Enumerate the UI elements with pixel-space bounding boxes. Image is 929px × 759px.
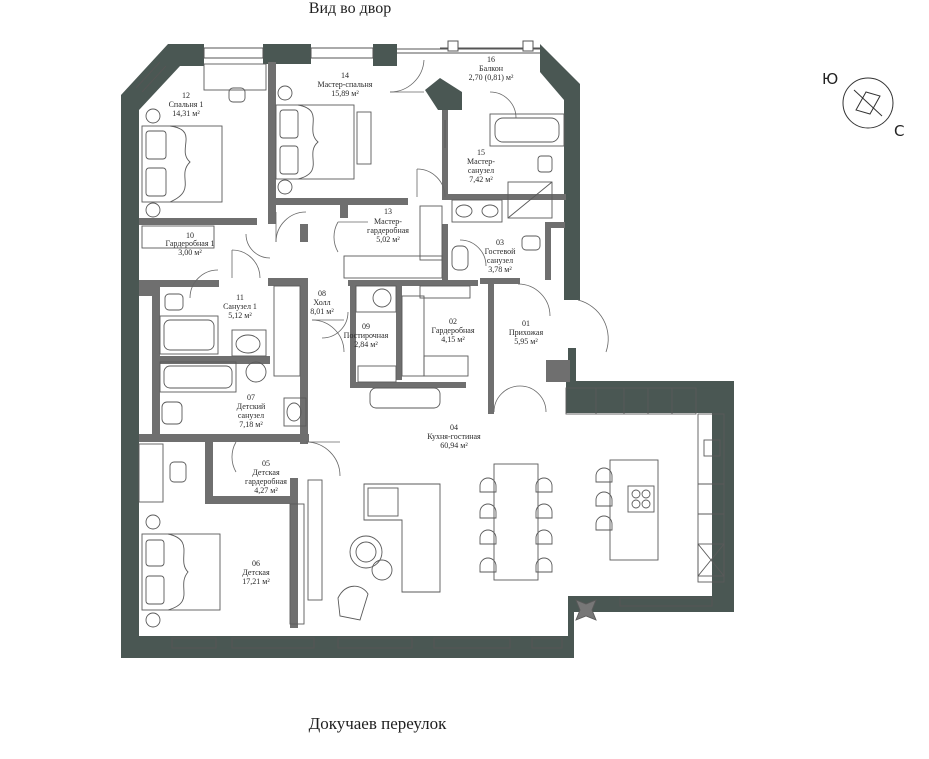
compass: Ю С (822, 70, 904, 140)
room-label-03: 03 Гостевой санузел 3,78 м² (485, 238, 516, 274)
bed-bedroom-1 (141, 108, 223, 218)
svg-text:Детский: Детский (237, 402, 266, 411)
svg-text:11: 11 (236, 293, 244, 302)
svg-text:15: 15 (477, 148, 485, 157)
svg-text:06: 06 (252, 559, 260, 568)
svg-text:Постирочная: Постирочная (344, 331, 389, 340)
svg-text:4,27 м²: 4,27 м² (254, 486, 278, 495)
svg-text:16: 16 (487, 55, 495, 64)
svg-text:3,00 м²: 3,00 м² (178, 248, 202, 257)
svg-text:2,70 (0,81) м²: 2,70 (0,81) м² (469, 73, 514, 82)
bottom-caption: Докучаев переулок (308, 714, 447, 733)
svg-text:санузел: санузел (238, 411, 264, 420)
svg-text:гардеробная: гардеробная (367, 226, 409, 235)
room-labels: 12 Спальня 1 14,31 м² 14 Мастер-спальня … (165, 55, 543, 586)
svg-text:3,78 м²: 3,78 м² (488, 265, 512, 274)
outer-walls (121, 44, 734, 658)
svg-text:санузел: санузел (468, 166, 494, 175)
svg-text:Детская: Детская (252, 468, 280, 477)
room-label-04: 04 Кухня-гостиная 60,94 м² (427, 423, 481, 450)
doors (189, 59, 609, 477)
svg-text:7,18 м²: 7,18 м² (239, 420, 263, 429)
internal-walls (139, 62, 570, 628)
svg-text:08: 08 (318, 289, 326, 298)
room-label-08: 08 Холл 8,01 м² (310, 289, 334, 316)
svg-text:5,12 м²: 5,12 м² (228, 311, 252, 320)
svg-text:04: 04 (450, 423, 458, 432)
compass-south-label: Ю (822, 70, 838, 88)
svg-text:Гардеробная 1: Гардеробная 1 (165, 239, 214, 248)
svg-text:2,84 м²: 2,84 м² (354, 340, 378, 349)
svg-text:гардеробная: гардеробная (245, 477, 287, 486)
bed-master (275, 85, 372, 195)
svg-text:01: 01 (522, 319, 530, 328)
room-label-10: 10 Гардеробная 1 3,00 м² (165, 231, 214, 257)
room-label-02: 02 Гардеробная 4,15 м² (431, 317, 474, 344)
svg-text:Мастер-: Мастер- (374, 217, 402, 226)
top-caption: Вид во двор (308, 0, 392, 17)
room-label-05: 05 Детская гардеробная 4,27 м² (245, 459, 287, 495)
svg-text:7,42 м²: 7,42 м² (469, 175, 493, 184)
room-label-16: 16 Балкон 2,70 (0,81) м² (469, 55, 514, 82)
room-label-13: 13 Мастер- гардеробная 5,02 м² (367, 207, 409, 244)
svg-text:4,15 м²: 4,15 м² (441, 335, 465, 344)
furniture (138, 63, 725, 628)
svg-text:13: 13 (384, 207, 392, 216)
svg-text:14: 14 (341, 71, 349, 80)
svg-text:Гардеробная: Гардеробная (431, 326, 474, 335)
svg-text:02: 02 (449, 317, 457, 326)
svg-text:5,95 м²: 5,95 м² (514, 337, 538, 346)
room-label-06: 06 Детская 17,21 м² (242, 559, 270, 586)
bed-kids (141, 514, 221, 628)
svg-text:03: 03 (496, 238, 504, 247)
svg-text:60,94 м²: 60,94 м² (440, 441, 468, 450)
room-label-09: 09 Постирочная 2,84 м² (344, 322, 389, 349)
svg-text:Санузел 1: Санузел 1 (223, 302, 257, 311)
svg-text:Спальня 1: Спальня 1 (169, 100, 204, 109)
windows (135, 40, 713, 649)
svg-text:05: 05 (262, 459, 270, 468)
svg-text:12: 12 (182, 91, 190, 100)
svg-text:Кухня-гостиная: Кухня-гостиная (427, 432, 481, 441)
svg-text:Мастер-спальня: Мастер-спальня (318, 80, 373, 89)
svg-text:14,31 м²: 14,31 м² (172, 109, 200, 118)
room-label-15: 15 Мастер- санузел 7,42 м² (467, 148, 495, 184)
svg-text:Холл: Холл (313, 298, 330, 307)
svg-text:8,01 м²: 8,01 м² (310, 307, 334, 316)
svg-text:10: 10 (186, 231, 194, 240)
room-label-12: 12 Спальня 1 14,31 м² (169, 91, 204, 118)
svg-text:Детская: Детская (242, 568, 270, 577)
room-label-01: 01 Прихожая 5,95 м² (509, 319, 544, 346)
svg-text:санузел: санузел (487, 256, 513, 265)
svg-text:Мастер-: Мастер- (467, 157, 495, 166)
svg-text:Гостевой: Гостевой (485, 247, 516, 256)
svg-text:5,02 м²: 5,02 м² (376, 235, 400, 244)
svg-text:15,89 м²: 15,89 м² (331, 89, 359, 98)
room-label-11: 11 Санузел 1 5,12 м² (223, 293, 257, 320)
svg-text:Прихожая: Прихожая (509, 328, 544, 337)
svg-text:17,21 м²: 17,21 м² (242, 577, 270, 586)
svg-text:09: 09 (362, 322, 370, 331)
room-label-14: 14 Мастер-спальня 15,89 м² (318, 71, 373, 98)
room-label-07: 07 Детский санузел 7,18 м² (237, 393, 266, 429)
svg-text:Балкон: Балкон (479, 64, 504, 73)
svg-text:07: 07 (247, 393, 255, 402)
compass-north-label: С (894, 122, 904, 140)
